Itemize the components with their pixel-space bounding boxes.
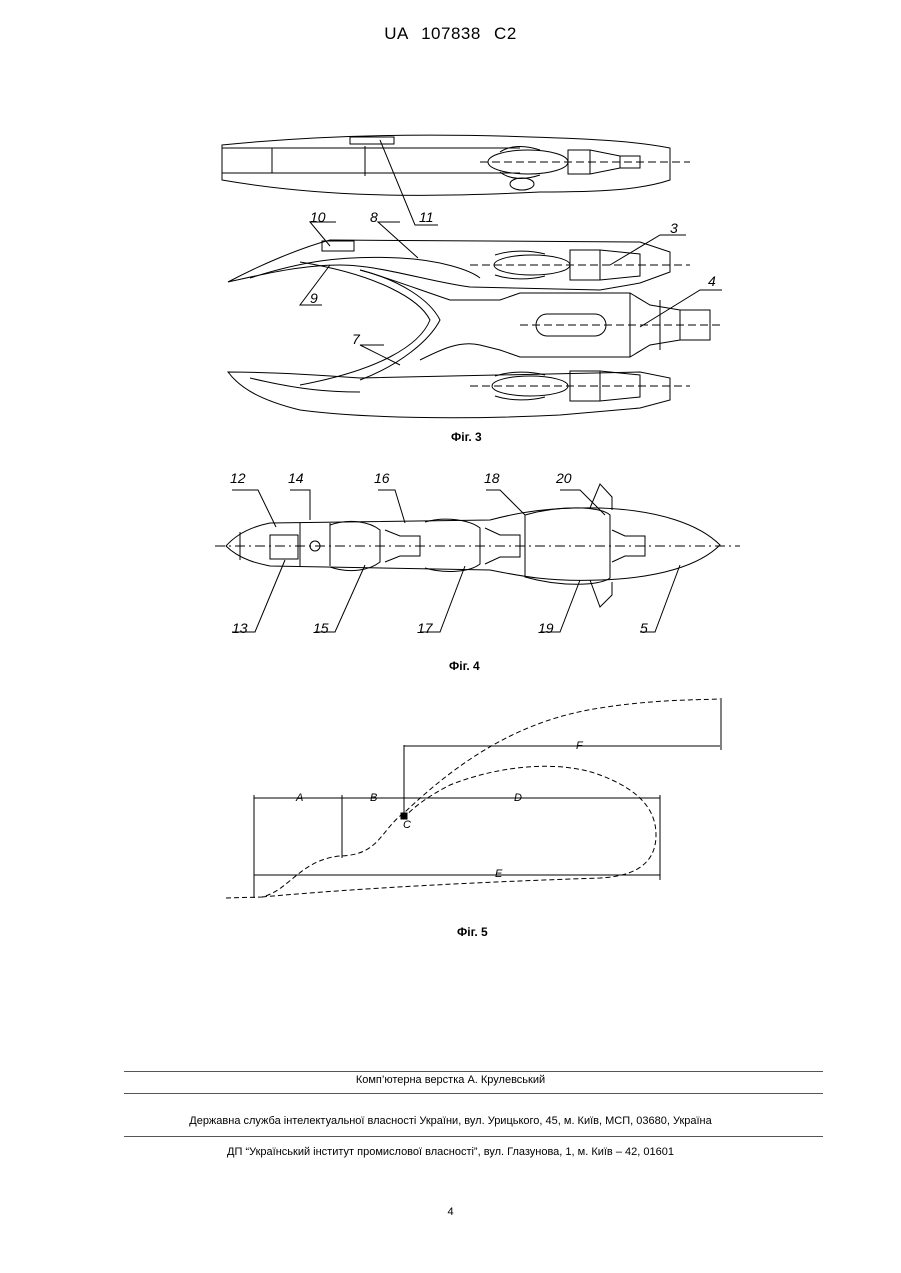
fig3-label-9: 9 <box>310 290 318 306</box>
fig5-label-f: F <box>576 740 583 752</box>
fig4-label-16: 16 <box>374 470 390 486</box>
fig3-label-3: 3 <box>670 220 678 236</box>
figure-4-drawing <box>215 484 740 632</box>
fig4-label-17: 17 <box>417 620 433 636</box>
fig3-label-10: 10 <box>310 209 326 225</box>
footer-rule-2 <box>124 1093 823 1094</box>
fig4-label-19: 19 <box>538 620 554 636</box>
footer-rule-3 <box>124 1136 823 1137</box>
agency-address: Державна служба інтелектуальної власност… <box>0 1115 901 1127</box>
page-number: 4 <box>0 1206 901 1218</box>
figure-3-drawing <box>222 135 722 418</box>
fig4-label-5: 5 <box>640 620 648 636</box>
fig4-caption: Фіг. 4 <box>449 659 480 673</box>
fig3-label-7: 7 <box>352 331 360 347</box>
fig5-label-b: B <box>370 792 377 804</box>
fig4-label-12: 12 <box>230 470 246 486</box>
fig3-label-8: 8 <box>370 209 378 225</box>
fig4-label-20: 20 <box>556 470 572 486</box>
institute-address: ДП “Український інститут промислової вла… <box>0 1146 901 1158</box>
fig3-caption: Фіг. 3 <box>451 430 482 444</box>
footer-rule-1 <box>124 1071 823 1072</box>
fig4-label-15: 15 <box>313 620 329 636</box>
fig4-label-18: 18 <box>484 470 500 486</box>
layout-credit: Комп’ютерна верстка А. Крулевський <box>0 1074 901 1086</box>
fig4-label-13: 13 <box>232 620 248 636</box>
fig5-label-a: A <box>296 792 303 804</box>
fig5-label-d: D <box>514 792 522 804</box>
fig4-label-14: 14 <box>288 470 304 486</box>
fig5-label-c: C <box>403 819 411 831</box>
fig3-label-4: 4 <box>708 273 716 289</box>
fig5-label-e: E <box>495 868 502 880</box>
fig3-label-11: 11 <box>419 209 434 225</box>
fig5-caption: Фіг. 5 <box>457 925 488 939</box>
